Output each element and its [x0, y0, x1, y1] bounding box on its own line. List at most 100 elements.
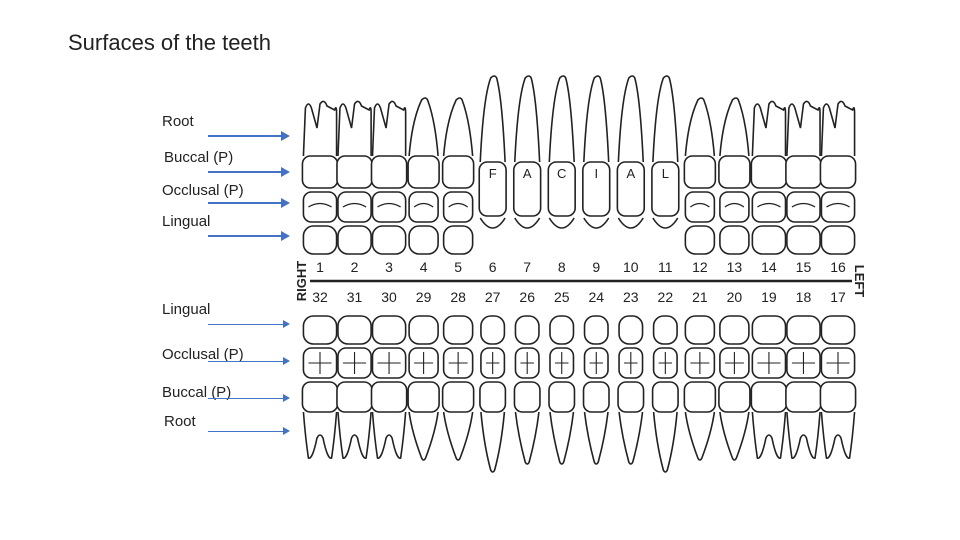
tooth-lingual: [719, 315, 750, 345]
tooth-root: [583, 75, 610, 163]
upper-tooth-number: 15: [796, 259, 812, 275]
lower-tooth-number: 31: [347, 289, 363, 305]
tooth-crown: [718, 155, 751, 189]
tooth-root: [442, 411, 474, 461]
tooth-lingual: [684, 225, 716, 255]
lower-tooth-24: [582, 315, 610, 465]
tooth-lingual: [408, 315, 439, 345]
lower-tooth-31: [336, 315, 373, 459]
tooth-occlusal: [408, 191, 439, 223]
tooth-root: [479, 75, 506, 163]
upper-tooth-number: 8: [558, 259, 566, 275]
upper-tooth-7: [512, 75, 542, 229]
lower-tooth-27: [479, 315, 507, 473]
upper-tooth-number: 11: [658, 259, 673, 275]
tooth-groove: [448, 352, 468, 374]
tooth-root: [337, 100, 372, 157]
upper-tooth-5: [441, 97, 475, 255]
tooth-lingual: [480, 315, 506, 345]
lower-tooth-number: 26: [519, 289, 535, 305]
upper-tooth-number: 14: [761, 259, 777, 275]
label-lower-lingual: Lingual: [162, 301, 211, 318]
surface-letter: I: [594, 166, 598, 181]
surface-letter: F: [489, 166, 497, 181]
lower-tooth-26: [513, 315, 541, 465]
lower-tooth-18: [785, 315, 822, 459]
tooth-groove: [826, 202, 850, 208]
tooth-lingual: [408, 225, 439, 255]
tooth-crown: [617, 381, 645, 413]
tooth-groove: [624, 352, 638, 374]
lower-tooth-number: 30: [381, 289, 397, 305]
tooth-root: [302, 411, 338, 459]
upper-tooth-number: 6: [489, 259, 497, 275]
tooth-occlusal: [786, 191, 821, 223]
tooth-crown: [336, 155, 373, 189]
tooth-groove: [485, 352, 500, 374]
tooth-occlusal: [719, 191, 750, 223]
tooth-crown: [616, 161, 646, 217]
tooth-crown: [718, 381, 751, 413]
upper-tooth-number: 16: [830, 259, 846, 275]
upper-tooth-3: [370, 100, 408, 255]
tooth-crown: [683, 381, 717, 413]
tooth-occlusal: [820, 191, 856, 223]
surface-letter: C: [557, 166, 566, 181]
tooth-lingual: [751, 315, 787, 345]
lower-tooth-number: 29: [416, 289, 432, 305]
lower-tooth-number: 23: [623, 289, 639, 305]
lower-tooth-28: [441, 315, 475, 461]
tooth-incisal: [617, 217, 644, 229]
tooth-crown: [370, 381, 408, 413]
tooth-crown: [651, 381, 679, 413]
tooth-lingual: [371, 315, 407, 345]
tooth-root: [786, 411, 821, 459]
tooth-crown: [750, 381, 788, 413]
tooth-crown: [819, 155, 857, 189]
tooth-crown: [651, 161, 680, 217]
tooth-incisal: [583, 217, 610, 229]
upper-tooth-9: [582, 75, 611, 229]
lower-tooth-number: 27: [485, 289, 501, 305]
tooth-lingual: [583, 315, 609, 345]
tooth-lingual: [442, 225, 474, 255]
tooth-lingual: [302, 315, 338, 345]
lower-tooth-21: [683, 315, 717, 461]
tooth-incisal: [652, 217, 679, 229]
tooth-crown: [441, 155, 475, 189]
upper-tooth-number: 10: [623, 259, 639, 275]
tooth-occlusal: [751, 191, 787, 223]
tooth-crown: [683, 155, 717, 189]
upper-tooth-number: 4: [420, 259, 428, 275]
arrow-upper-buccal: [208, 167, 290, 177]
lower-tooth-17: [819, 315, 857, 459]
tooth-lingual: [684, 315, 716, 345]
upper-tooth-number: 5: [454, 259, 462, 275]
tooth-root: [618, 411, 644, 465]
tooth-groove: [791, 202, 816, 208]
tooth-occlusal: [302, 191, 338, 223]
label-upper-occlusal: Occlusal (P): [162, 182, 244, 199]
lower-tooth-number: 18: [796, 289, 812, 305]
upper-tooth-1: [301, 100, 339, 255]
tooth-lingual: [337, 315, 372, 345]
lower-tooth-number: 19: [761, 289, 777, 305]
tooth-groove: [791, 352, 816, 374]
label-lower-occlusal: Occlusal (P): [162, 346, 244, 363]
tooth-root: [751, 100, 787, 157]
upper-tooth-13: [718, 97, 751, 255]
tooth-lingual: [302, 225, 338, 255]
tooth-crown: [301, 155, 339, 189]
lower-tooth-19: [750, 315, 788, 459]
tooth-root: [337, 411, 372, 459]
tooth-groove: [448, 202, 468, 208]
tooth-lingual: [371, 225, 407, 255]
tooth-lingual: [618, 315, 644, 345]
tooth-root: [302, 100, 338, 157]
tooth-crown: [441, 381, 475, 413]
tooth-root: [548, 75, 575, 163]
tooth-lingual: [719, 225, 750, 255]
